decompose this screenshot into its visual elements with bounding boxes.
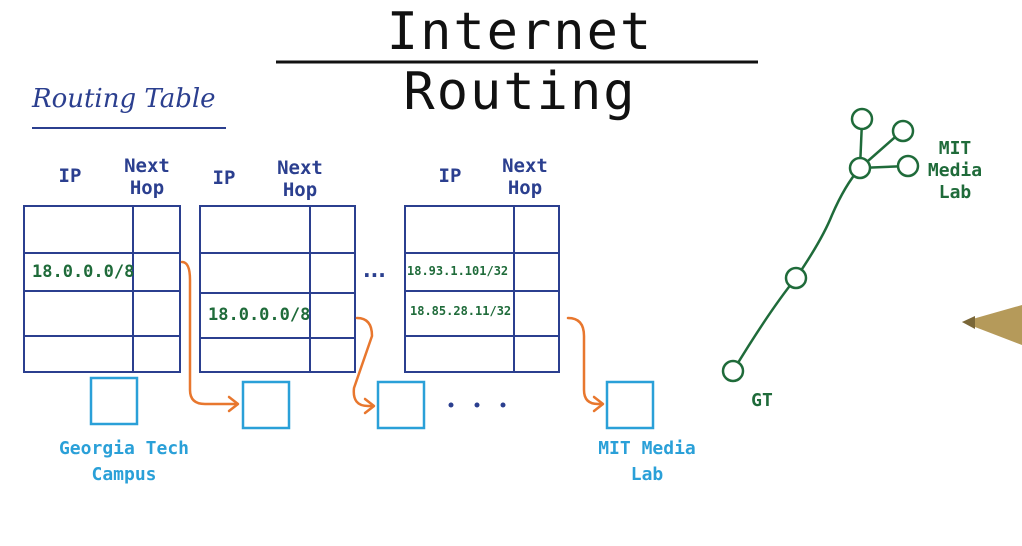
graph-node	[896, 154, 920, 178]
column-header-next-hop: Next Hop	[277, 157, 323, 201]
next-hop-arrow-1	[180, 260, 238, 406]
arrowhead-1	[227, 395, 240, 413]
destination-label: MIT Media Lab	[582, 436, 712, 488]
routing-table-1	[23, 205, 181, 373]
routing-table-2	[199, 205, 356, 373]
source-label: Georgia Tech Campus	[54, 436, 194, 488]
router-box-2	[241, 380, 291, 430]
column-header-next-hop: Next Hop	[124, 155, 170, 199]
arrowhead-2	[363, 397, 376, 415]
graph-label-line: MIT	[938, 138, 972, 159]
next-hop-arrow-3	[566, 316, 603, 406]
next-hop-arrow-2	[352, 316, 374, 408]
destination-label-line: MIT Media	[598, 438, 696, 459]
column-header-next-hop: Next Hop	[502, 155, 548, 199]
graph-node	[784, 266, 808, 290]
graph-node	[891, 119, 915, 143]
source-label-line: Georgia Tech	[58, 438, 190, 459]
destination-label-line: Lab	[630, 464, 664, 485]
graph-node-hub	[848, 156, 872, 180]
column-header-ip: IP	[58, 165, 82, 187]
column-header-ip: IP	[212, 167, 236, 189]
graph-label-line: Lab	[938, 182, 972, 203]
dot	[448, 402, 454, 408]
source-label-line: Campus	[91, 464, 157, 485]
table-2-entry: 18.0.0.0/8	[208, 305, 311, 325]
router-box-3	[376, 380, 426, 430]
routing-table-3	[404, 205, 560, 373]
table-1-entry: 18.0.0.0/8	[32, 262, 135, 282]
network-path-graph	[721, 107, 920, 383]
graph-label-line: Media	[927, 160, 983, 181]
graph-label-gt: GT	[751, 390, 773, 411]
table-3-entry-1: 18.93.1.101/32	[407, 264, 509, 278]
router-box-georgia-tech	[89, 376, 139, 426]
graph-node	[850, 107, 874, 131]
arrowhead-3	[592, 395, 605, 413]
dot	[500, 402, 506, 408]
table-ellipsis: ...	[363, 258, 386, 282]
page-title: Internet Routing	[386, 2, 654, 122]
table-3-entry-2: 18.85.28.11/32	[410, 304, 512, 318]
graph-node-gt	[721, 359, 745, 383]
pen-icon	[962, 305, 1022, 345]
dot	[474, 402, 480, 408]
column-header-ip: IP	[438, 165, 462, 187]
router-box-mit-media-lab	[605, 380, 655, 430]
graph-label-mit-media-lab: MIT Media Lab	[920, 138, 990, 204]
subtitle: Routing Table	[32, 84, 216, 114]
